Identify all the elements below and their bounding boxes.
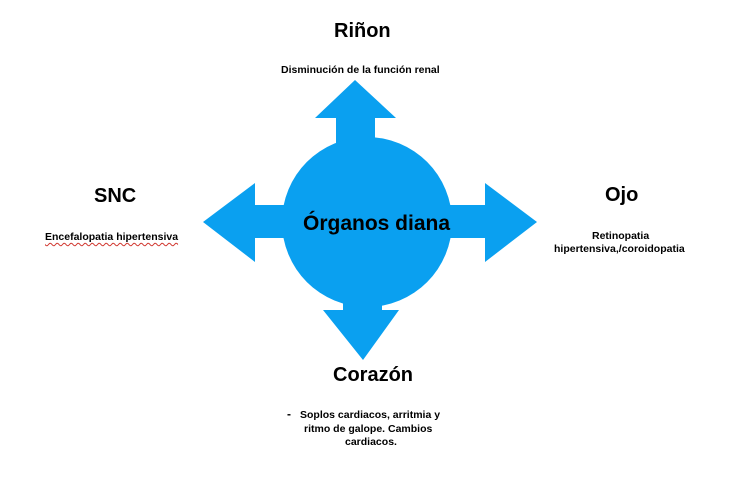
top-title: Riñon: [334, 20, 391, 42]
bottom-text-line3: cardiacos.: [345, 436, 397, 448]
left-title: SNC: [94, 185, 137, 207]
right-title: Ojo: [605, 184, 639, 206]
right-text-line2: hipertensiva,/coroidopatia: [554, 243, 685, 255]
arrow-up: [315, 80, 396, 165]
bottom-title: Corazón: [333, 364, 413, 386]
top-text: Disminución de la función renal: [281, 64, 440, 76]
center-label: Órganos diana: [303, 212, 451, 235]
arrow-left: [203, 183, 300, 262]
center-ellipse: [282, 137, 452, 307]
left-text: Encefalopatia hipertensiva: [45, 231, 179, 243]
right-text-line1: Retinopatia: [592, 230, 650, 242]
arrow-right: [440, 183, 537, 262]
bottom-bullet: -: [287, 407, 291, 421]
bottom-text-line2: ritmo de galope. Cambios: [304, 423, 433, 435]
bottom-text-line1: Soplos cardiacos, arritmia y: [300, 409, 441, 421]
